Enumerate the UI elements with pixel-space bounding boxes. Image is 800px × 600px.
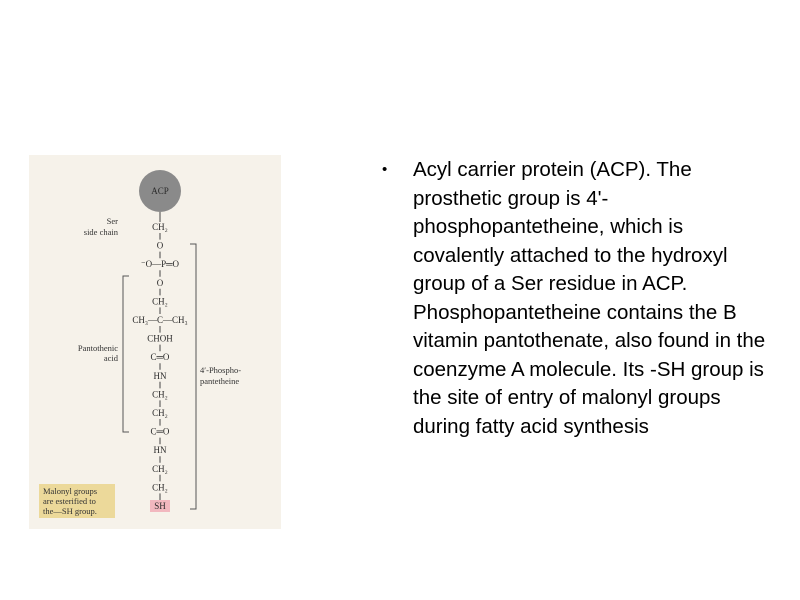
bullet-text: Acyl carrier protein (ACP). The prosthet… [413,158,766,438]
chain-group-label: CH₃—C—CH₃ [132,315,187,325]
ser-label-line1: Ser [107,216,119,226]
pantothenic-bracket [122,275,129,433]
chain-group-label: CH₂ [152,222,168,232]
chain-group-label: C═O [151,427,170,437]
malonyl-box [39,484,115,518]
chain-group-label: CH₂ [152,296,168,306]
bullet-marker: • [382,161,388,178]
chain-group-label: CH₂ [152,408,168,418]
chain-group-label: CHOH [147,334,173,344]
chain-group-label: CH₂ [152,482,168,492]
pantothenic-line1: Pantothenic [78,343,118,353]
ser-label-line2: side chain [84,227,119,237]
sh-highlight [150,500,170,512]
chain-group-label: ⁻O—P═O [141,259,180,269]
chain-group-label: C═O [151,352,170,362]
structure-svg: ACP Ser side chain CH₂ O ⁻O—P═O O CH₂ CH₃—C—C… [39,170,241,518]
chain-group-label: O [157,241,164,251]
chain-group: CH₂ O ⁻O—P═O O CH₂ CH₃—C—CH₃ CHOH C═O HN CH₂ CH₂ C═… [132,212,188,512]
malonyl-line2: are esterified to [43,496,96,506]
chain-group-label: HN [154,445,167,455]
acp-circle [139,170,181,212]
phospho-line1: 4′-Phospho- [200,365,241,375]
phospho-line2: pantetheine [200,376,239,386]
acp-structure-figure: ACP Ser side chain CH₂ O ⁻O—P═O O CH₂ CH₃—C—C… [29,155,281,529]
chain-group-label: CH₂ [152,464,168,474]
chain-group-label: O [157,278,164,288]
chain-group-label: HN [154,371,167,381]
malonyl-line3: the—SH group. [43,506,97,516]
chain-group-label: SH [154,501,166,511]
phospho-bracket [190,243,197,510]
acp-label: ACP [151,186,169,196]
pantothenic-line2: acid [104,353,119,363]
bullet-list: • Acyl carrier protein (ACP). The prosth… [382,156,777,441]
chain-group-label: CH₂ [152,389,168,399]
malonyl-line1: Malonyl groups [43,486,97,496]
